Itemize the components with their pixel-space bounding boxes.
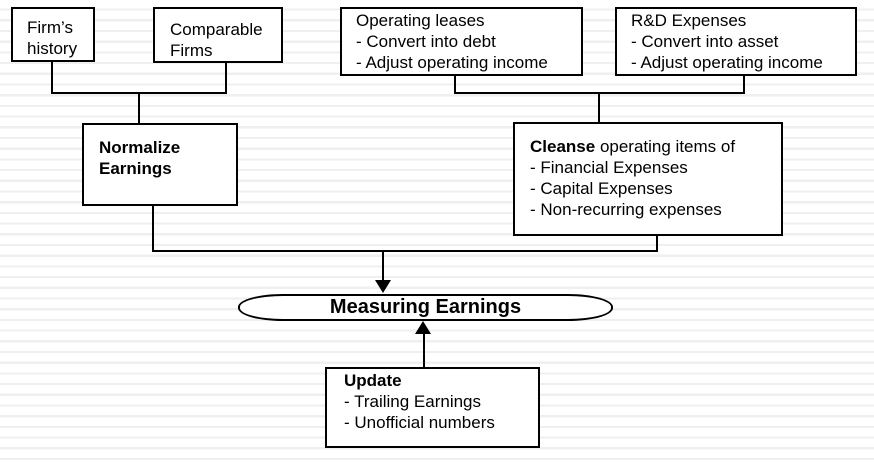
node-comparable-firms: Comparable Firms (153, 7, 283, 63)
node-update-item: - Unofficial numbers (344, 413, 495, 432)
connector-cleanse-down (656, 236, 658, 252)
connector-bottom-collector (152, 250, 658, 252)
node-cleanse-title-rest: operating items of (599, 137, 736, 156)
connector-comparable-firms-down (225, 63, 227, 94)
node-operating-leases: Operating leases - Convert into debt - A… (340, 7, 583, 76)
node-measuring-earnings: Measuring Earnings (238, 294, 613, 321)
node-normalize-line2: Earnings (99, 159, 172, 178)
node-cleanse-item: - Non-recurring expenses (530, 200, 722, 219)
node-operating-leases-title: Operating leases (356, 11, 485, 30)
node-comparable-firms-line2: Firms (170, 41, 213, 60)
node-rd-expenses-item: - Convert into asset (631, 32, 779, 51)
node-normalize-line1: Normalize (99, 138, 181, 157)
arrowhead-up-to-measuring-icon (415, 321, 431, 334)
node-update: Update - Trailing Earnings - Unofficial … (325, 367, 540, 448)
node-rd-expenses-item: - Adjust operating income (631, 53, 823, 72)
connector-rd-expenses-down (743, 76, 745, 94)
node-update-title: Update (344, 371, 402, 390)
connector-firms-history-down (51, 62, 53, 94)
node-rd-expenses-title: R&D Expenses (631, 11, 747, 30)
node-cleanse-title: Cleanse operating items of (530, 136, 781, 157)
node-normalize-earnings: Normalize Earnings (82, 123, 238, 206)
node-cleanse-item: - Capital Expenses (530, 179, 673, 198)
node-rd-expenses: R&D Expenses - Convert into asset - Adju… (615, 7, 857, 76)
node-measuring-earnings-label: Measuring Earnings (329, 296, 522, 318)
node-operating-leases-item: - Adjust operating income (356, 53, 548, 72)
node-operating-leases-item: - Convert into debt (356, 32, 496, 51)
connector-update-up-shaft (423, 333, 425, 367)
node-firms-history-line1: Firm’s (27, 18, 73, 37)
connector-operating-leases-down (454, 76, 456, 94)
node-firms-history-line2: history (27, 39, 78, 58)
connector-to-normalize (138, 92, 140, 123)
node-firms-history: Firm’s history (11, 7, 95, 62)
node-update-item: - Trailing Earnings (344, 392, 482, 411)
connector-to-measuring-shaft (382, 250, 384, 281)
node-cleanse-operating-items: Cleanse operating items of - Financial E… (513, 122, 783, 236)
connector-normalize-down (152, 206, 154, 252)
node-cleanse-item: - Financial Expenses (530, 158, 688, 177)
connector-to-cleanse (598, 92, 600, 122)
arrowhead-down-to-measuring-icon (375, 280, 391, 293)
node-comparable-firms-line1: Comparable (170, 20, 263, 39)
node-cleanse-title-bold: Cleanse (530, 137, 600, 156)
